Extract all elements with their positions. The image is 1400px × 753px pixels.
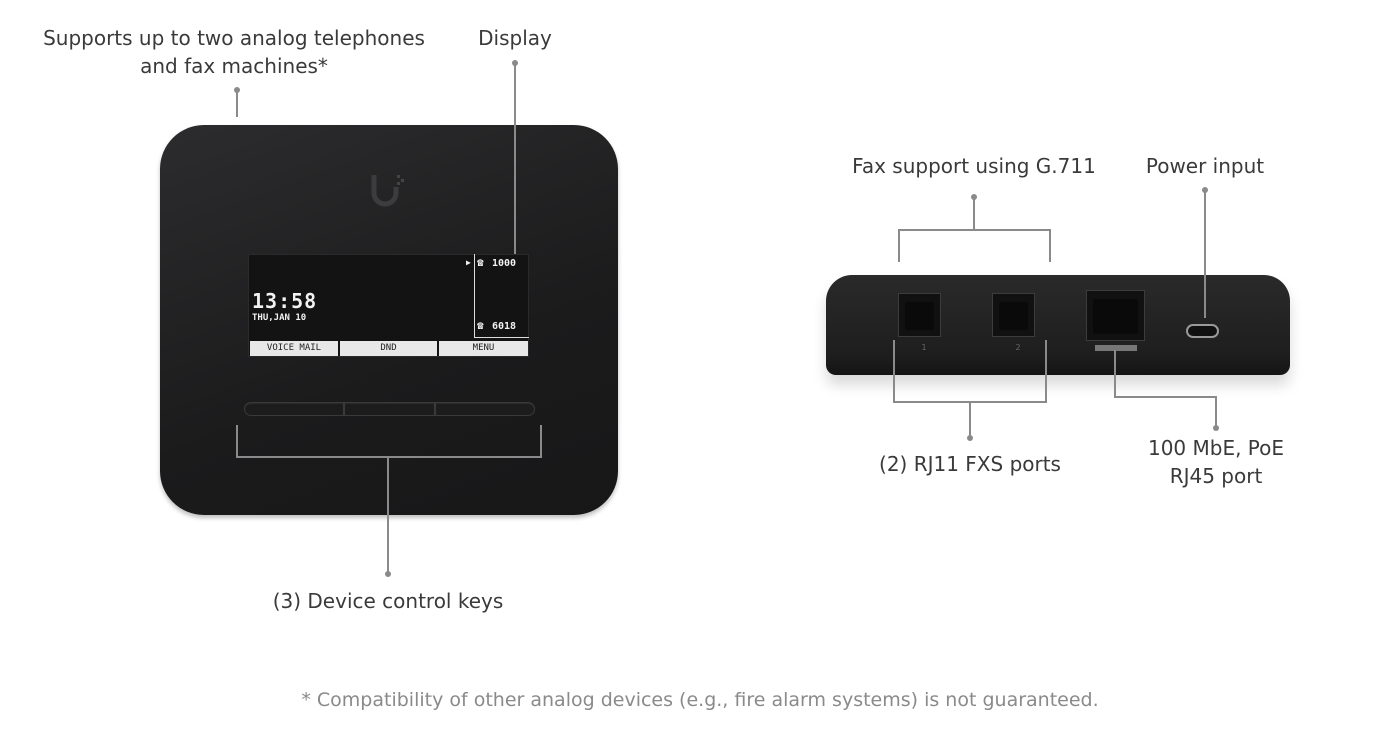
ubiquiti-logo-icon [371, 175, 404, 207]
callout-line [1215, 396, 1217, 428]
clock-date: THU,JAN 10 [252, 313, 307, 323]
display-screen: ▶ ☎ 1000 ☎ 6018 13:58 THU,JAN 10 VOICE M… [248, 254, 529, 357]
callout-line [387, 457, 389, 574]
clock-time: 13:58 [252, 289, 318, 313]
callout-line [973, 197, 975, 230]
callout-dot [385, 571, 391, 577]
phone-icon: ☎ [477, 256, 484, 269]
analog-support-label-1: Supports up to two analog telephones [43, 26, 425, 50]
callout-dot [967, 435, 973, 441]
selection-arrow-icon: ▶ [466, 258, 471, 267]
rj45-label-1: 100 MbE, PoE [1147, 436, 1285, 460]
callout-line [514, 63, 516, 255]
control-key-3[interactable] [435, 402, 535, 416]
keys-bracket [236, 425, 542, 458]
fxs-bracket [893, 340, 1047, 403]
screen-divider [474, 337, 529, 338]
control-key-1[interactable] [244, 402, 344, 416]
phone-icon: ☎ [477, 319, 484, 332]
rj11-port-1 [898, 293, 941, 337]
callout-line [236, 90, 238, 117]
usb-c-power-port [1186, 324, 1219, 338]
power-input-label: Power input [1145, 154, 1265, 178]
footnote: * Compatibility of other analog devices … [301, 689, 1099, 711]
softkey-menu: MENU [439, 341, 528, 356]
screen-divider [474, 254, 475, 338]
fax-support-label: Fax support using G.711 [852, 154, 1096, 178]
rj45-callout [1114, 350, 1217, 398]
callout-dot [1213, 425, 1219, 431]
fxs-ports-label: (2) RJ11 FXS ports [879, 452, 1061, 476]
rj11-port-2 [992, 293, 1035, 337]
line1-extension: 1000 [492, 258, 517, 269]
analog-support-label-2: and fax machines* [140, 54, 328, 78]
control-keys-label: (3) Device control keys [272, 589, 504, 613]
callout-line [1204, 190, 1206, 318]
line2-extension: 6018 [492, 321, 517, 332]
softkey-dnd: DND [340, 341, 437, 356]
control-key-2[interactable] [344, 402, 435, 416]
port-2-label: 2 [1015, 343, 1021, 352]
fax-bracket [898, 229, 1051, 262]
softkey-voice-mail: VOICE MAIL [250, 341, 338, 356]
display-label: Display [478, 26, 552, 50]
callout-line [969, 402, 971, 438]
mac-label-sticker [1095, 345, 1137, 351]
rj45-label-2: RJ45 port [1169, 464, 1263, 488]
rj45-port [1086, 290, 1145, 341]
port-1-label: 1 [921, 343, 927, 352]
